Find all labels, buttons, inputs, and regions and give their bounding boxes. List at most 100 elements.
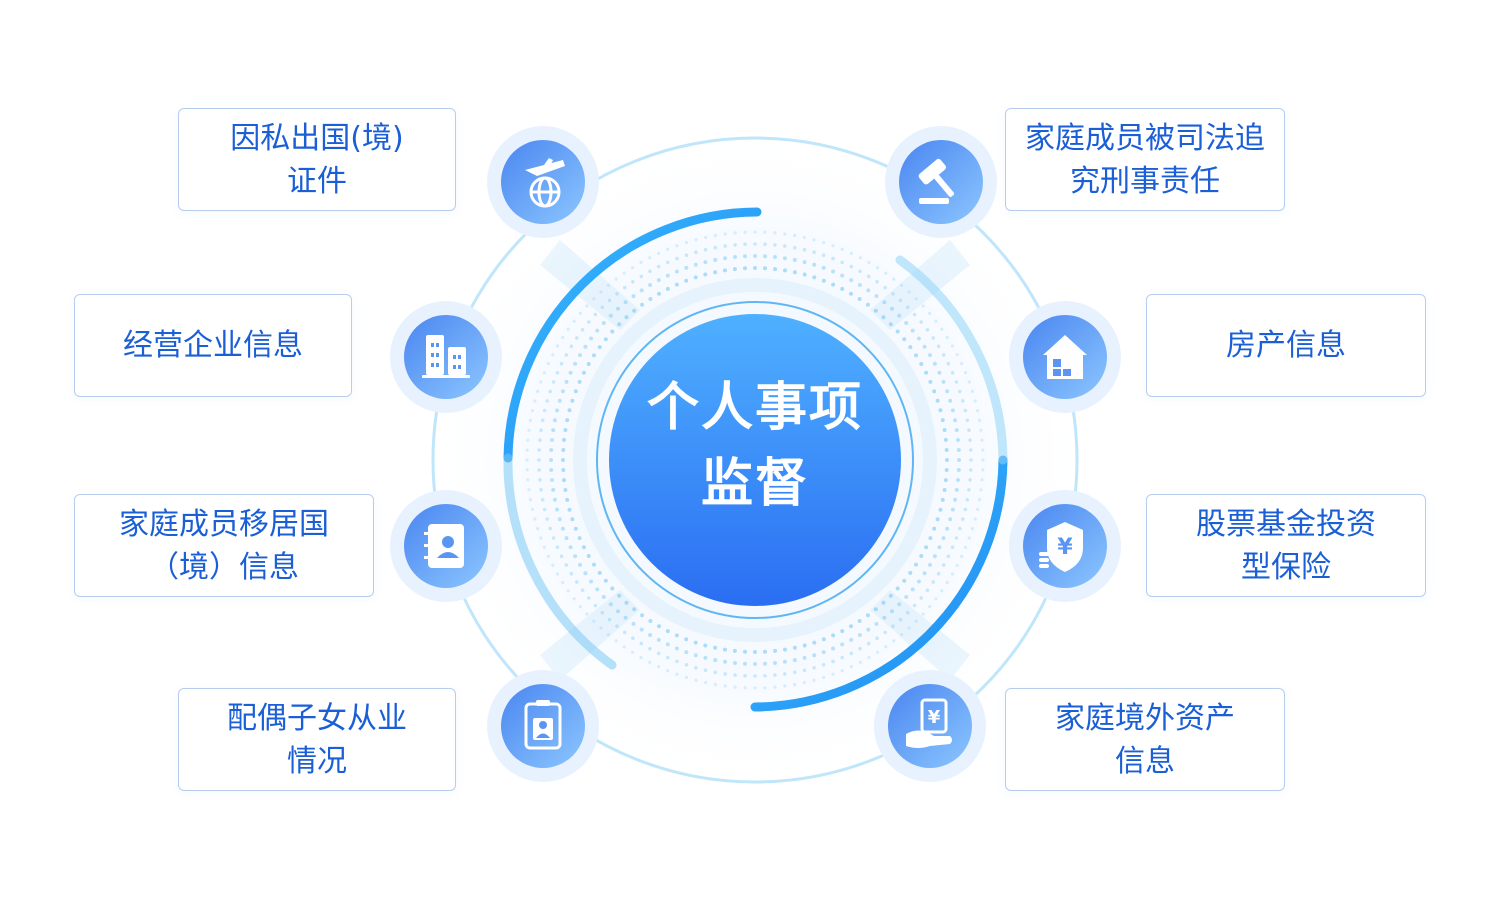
ring-dot bbox=[849, 264, 854, 269]
ring-dot bbox=[891, 624, 895, 628]
ring-dot bbox=[849, 278, 854, 283]
ring-dot bbox=[970, 389, 975, 393]
ring-dot bbox=[562, 478, 567, 483]
icon-node-investment: ¥ bbox=[1009, 490, 1121, 602]
ring-dot bbox=[874, 294, 879, 299]
ring-dot bbox=[586, 554, 591, 558]
ring-dot bbox=[631, 294, 636, 299]
ring-dot bbox=[902, 578, 907, 583]
ring-dot bbox=[593, 603, 598, 608]
ring-dot bbox=[964, 371, 968, 375]
ring-dot bbox=[548, 389, 552, 394]
hand-yuan-icon: ¥ bbox=[906, 698, 952, 748]
ring-dot bbox=[965, 497, 970, 502]
ring-dot bbox=[587, 320, 591, 324]
ring-dot bbox=[940, 418, 945, 423]
ring-dot bbox=[632, 607, 637, 612]
ring-dot bbox=[753, 230, 757, 234]
icon-node-travel bbox=[487, 126, 599, 238]
ring-dot bbox=[539, 488, 543, 492]
ring-dot bbox=[723, 232, 727, 236]
ring-dot bbox=[792, 257, 797, 262]
ring-dot bbox=[812, 275, 817, 280]
ring-dot bbox=[840, 629, 845, 634]
ring-dot bbox=[525, 448, 529, 452]
ring-dot bbox=[782, 256, 787, 261]
ring-dot bbox=[977, 498, 982, 502]
ring-dot bbox=[527, 428, 531, 432]
ring-dot bbox=[953, 497, 958, 502]
ring-dot bbox=[539, 380, 543, 384]
ring-dot bbox=[954, 536, 959, 540]
ring-dot bbox=[713, 270, 718, 275]
ring-dot bbox=[900, 283, 904, 287]
ring-dot bbox=[956, 448, 961, 452]
ring-dot bbox=[600, 305, 605, 310]
ring-dot bbox=[928, 536, 933, 541]
ring-dot bbox=[585, 612, 589, 616]
ring-dot bbox=[821, 278, 826, 283]
ring-dot bbox=[944, 448, 949, 452]
ring-dot bbox=[831, 633, 836, 638]
ring-dot bbox=[528, 498, 533, 502]
ring-dot bbox=[976, 409, 980, 413]
ring-dot bbox=[821, 253, 826, 257]
ring-dot bbox=[948, 517, 953, 522]
ring-dot bbox=[916, 579, 921, 584]
ring-dot bbox=[733, 685, 737, 689]
ring-dot bbox=[589, 579, 594, 584]
ring-dot bbox=[657, 251, 661, 255]
ring-dot bbox=[914, 353, 918, 358]
label-text-overseas: 家庭境外资产 信息 bbox=[1055, 700, 1235, 779]
ring-dot bbox=[967, 428, 971, 433]
ring-dot bbox=[631, 280, 635, 284]
label-text-judicial: 家庭成员被司法追 究刑事责任 bbox=[1025, 120, 1265, 199]
ring-dot bbox=[905, 610, 910, 615]
ring-dot bbox=[980, 438, 984, 442]
ring-dot bbox=[976, 507, 980, 511]
ring-dot bbox=[914, 562, 918, 567]
ring-dot bbox=[866, 288, 871, 293]
ring-dot bbox=[693, 275, 698, 280]
ring-dot bbox=[812, 666, 816, 670]
ring-dot bbox=[581, 370, 586, 375]
ring-dot bbox=[892, 277, 896, 281]
ring-dot bbox=[703, 247, 708, 252]
label-travel: 因私出国(境) 证件 bbox=[178, 108, 456, 211]
ring-dot bbox=[561, 468, 566, 472]
ring-dot bbox=[549, 448, 554, 452]
ring-dot bbox=[936, 344, 941, 349]
ring-dot bbox=[537, 448, 541, 452]
ring-dot bbox=[970, 527, 975, 531]
ring-dot bbox=[614, 639, 618, 643]
ring-dot bbox=[599, 290, 603, 294]
ring-dot bbox=[665, 629, 670, 634]
ring-dot bbox=[910, 587, 915, 592]
house-icon bbox=[1043, 335, 1087, 379]
ring-dot bbox=[563, 428, 568, 432]
ring-dot bbox=[812, 250, 816, 254]
ring-dot bbox=[941, 379, 946, 384]
ring-dot bbox=[592, 353, 596, 358]
ring-dot bbox=[546, 554, 551, 559]
ring-dot bbox=[802, 235, 806, 239]
airplane-globe-icon bbox=[525, 158, 565, 208]
ring-dot bbox=[940, 589, 944, 593]
ring-dot bbox=[665, 286, 670, 291]
ring-dot bbox=[919, 596, 923, 600]
ring-dot bbox=[549, 458, 553, 462]
shield-yuan-icon: ¥ bbox=[1039, 522, 1083, 572]
ring-dot bbox=[922, 571, 927, 576]
ring-dot bbox=[934, 597, 938, 601]
ring-dot bbox=[542, 507, 547, 512]
ring-dot bbox=[587, 596, 591, 600]
ring-dot bbox=[546, 362, 551, 366]
ring-dot bbox=[545, 399, 549, 403]
ring-dot bbox=[821, 663, 826, 667]
ring-dot bbox=[648, 297, 653, 301]
ring-dot bbox=[831, 672, 835, 676]
ring-dot bbox=[666, 247, 670, 251]
ring-dot bbox=[525, 458, 529, 462]
ring-dot bbox=[703, 272, 708, 277]
ring-dot bbox=[928, 353, 932, 358]
